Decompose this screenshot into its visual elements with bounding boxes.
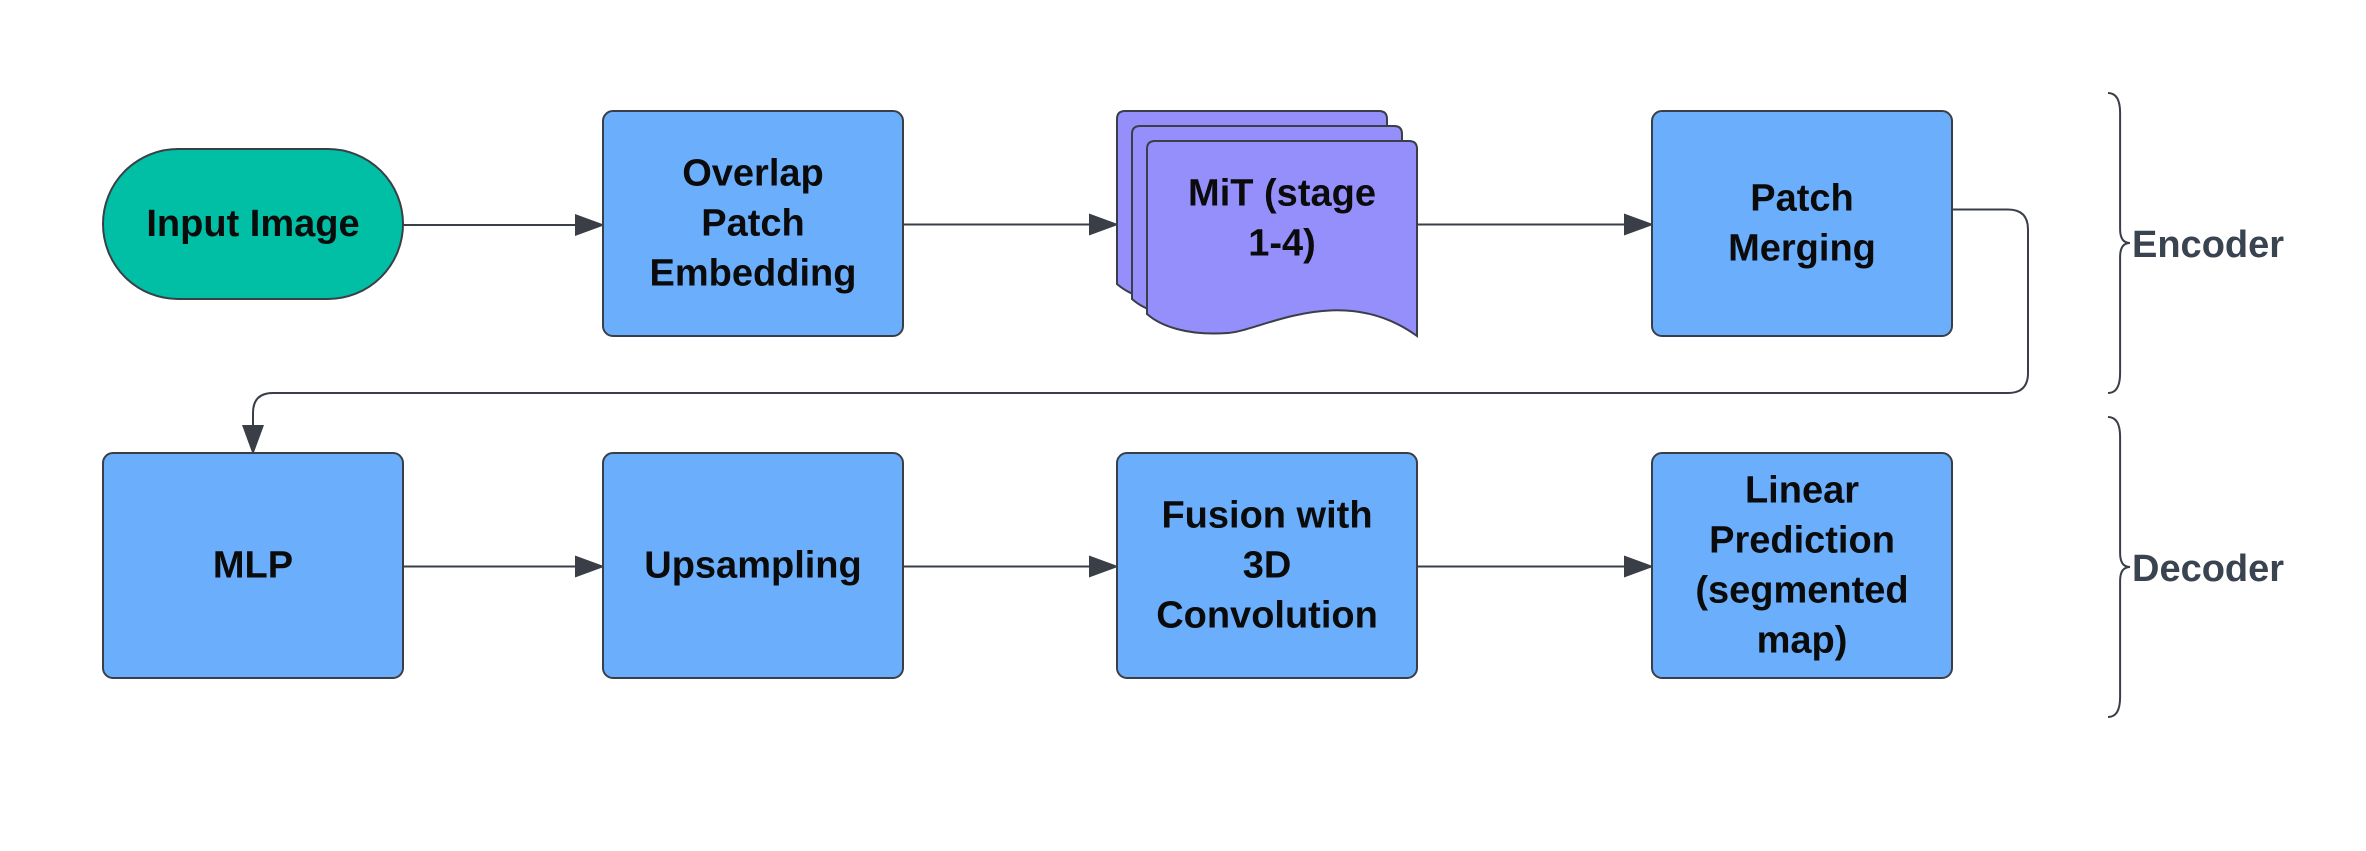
arrow-patch-merging-to-mlp bbox=[242, 208, 2029, 455]
mit-stage-label-line-1: MiT (stage bbox=[1188, 173, 1376, 215]
mlp-node: MLP bbox=[102, 452, 404, 679]
overlap-patch-embedding-shape bbox=[602, 110, 904, 337]
linear-prediction-label-line-1: Linear bbox=[1745, 470, 1859, 512]
fusion-3d-convolution-label-line-2: 3D bbox=[1243, 545, 1292, 587]
mit-stage-node: MiT (stage 1-4) bbox=[1116, 110, 1418, 338]
patch-merging-label-line-2: Merging bbox=[1728, 228, 1876, 270]
decoder-label: Decoder bbox=[2132, 548, 2284, 590]
linear-prediction-label-line-4: map) bbox=[1757, 620, 1848, 662]
linear-prediction-label-line-2: Prediction bbox=[1709, 520, 1895, 562]
mlp-label-line-1: MLP bbox=[213, 545, 293, 587]
input-image-node: Input Image bbox=[102, 148, 404, 300]
input-image-shape bbox=[102, 148, 404, 300]
fusion-3d-convolution-label-line-1: Fusion with bbox=[1161, 495, 1372, 537]
upsampling-node: Upsampling bbox=[602, 452, 904, 679]
linear-prediction-label-line-3: (segmented bbox=[1695, 570, 1908, 612]
upsampling-label-line-1: Upsampling bbox=[644, 545, 861, 587]
patch-merging-shape bbox=[1651, 110, 1953, 337]
decoder-group: Decoder bbox=[2107, 416, 2284, 718]
patch-merging-label-line-1: Patch bbox=[1750, 178, 1853, 220]
fusion-3d-convolution-label-line-3: Convolution bbox=[1156, 595, 1378, 637]
encoder-group: Encoder bbox=[2107, 92, 2284, 394]
mit-stage-label-line-2: 1-4) bbox=[1248, 223, 1316, 265]
fusion-3d-convolution-shape bbox=[1116, 452, 1418, 679]
encoder-brace bbox=[2107, 92, 2131, 394]
decoder-brace bbox=[2107, 416, 2131, 718]
overlap-patch-embedding-label-line-3: Embedding bbox=[650, 253, 857, 295]
connectors-layer bbox=[242, 208, 2029, 578]
upsampling-shape bbox=[602, 452, 904, 679]
overlap-patch-embedding-label-line-1: Overlap bbox=[682, 153, 824, 195]
fusion-3d-convolution-node: Fusion with 3D Convolution bbox=[1116, 452, 1418, 679]
mit-stage-page-3 bbox=[1146, 140, 1418, 338]
overlap-patch-embedding-label-line-2: Patch bbox=[701, 203, 804, 245]
mlp-shape bbox=[102, 452, 404, 679]
linear-prediction-shape bbox=[1651, 452, 1953, 679]
input-image-label-line-1: Input Image bbox=[146, 203, 359, 245]
encoder-label: Encoder bbox=[2132, 224, 2284, 266]
